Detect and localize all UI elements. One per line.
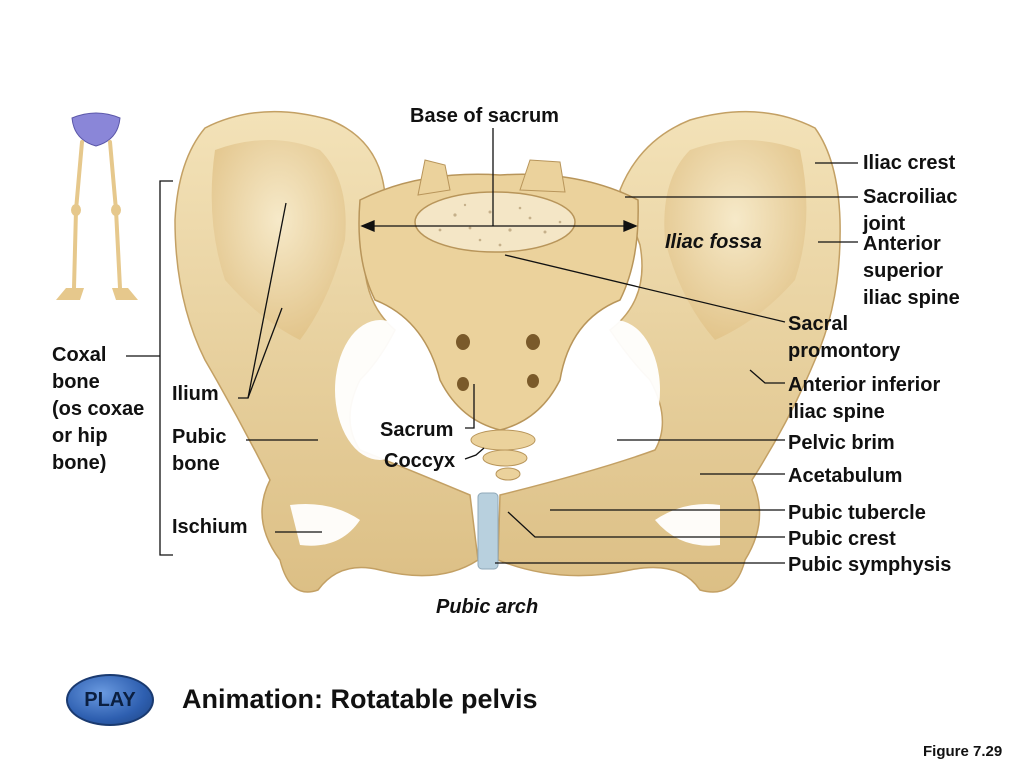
label-pubic-arch: Pubic arch	[436, 596, 539, 618]
sacrum-bone	[358, 159, 639, 431]
label-sacral-promontory: Sacral promontory	[788, 313, 901, 362]
label-sacrum: Sacrum	[380, 419, 454, 441]
label-sacroiliac-joint: Sacroiliac joint	[863, 186, 958, 235]
play-button[interactable]: PLAY	[66, 674, 154, 726]
label-anterior-superior-iliac-spine: Anterior superior iliac spine	[863, 233, 960, 309]
label-pubic-symphysis: Pubic symphysis	[788, 554, 952, 576]
label-pubic-tubercle: Pubic tubercle	[788, 502, 926, 524]
label-coxal-bone: Coxal bone	[52, 344, 107, 393]
label-pubic-bone: Pubic bone	[172, 426, 227, 475]
leader-lines	[126, 128, 858, 564]
right-coxal-bone	[497, 110, 841, 593]
label-iliac-crest: Iliac crest	[863, 152, 956, 174]
label-pelvic-brim: Pelvic brim	[788, 432, 895, 454]
label-coxal-bone-alt: (os coxae or hip bone)	[52, 398, 145, 474]
label-anterior-inferior-iliac-spine: Anterior inferior iliac spine	[788, 374, 941, 423]
label-coccyx: Coccyx	[384, 450, 456, 472]
figure-number: Figure 7.29	[923, 743, 1003, 760]
label-pubic-crest: Pubic crest	[788, 528, 896, 550]
skeleton-thumbnail-icon	[56, 112, 138, 300]
label-ilium: Ilium	[172, 383, 219, 405]
pubic-symphysis-cartilage	[477, 492, 499, 570]
label-iliac-fossa: Iliac fossa	[665, 231, 762, 253]
animation-title: Animation: Rotatable pelvis	[182, 684, 538, 714]
coccyx-bone	[470, 429, 536, 481]
label-base-of-sacrum: Base of sacrum	[410, 105, 559, 127]
label-acetabulum: Acetabulum	[788, 465, 903, 487]
label-ischium: Ischium	[172, 516, 248, 538]
